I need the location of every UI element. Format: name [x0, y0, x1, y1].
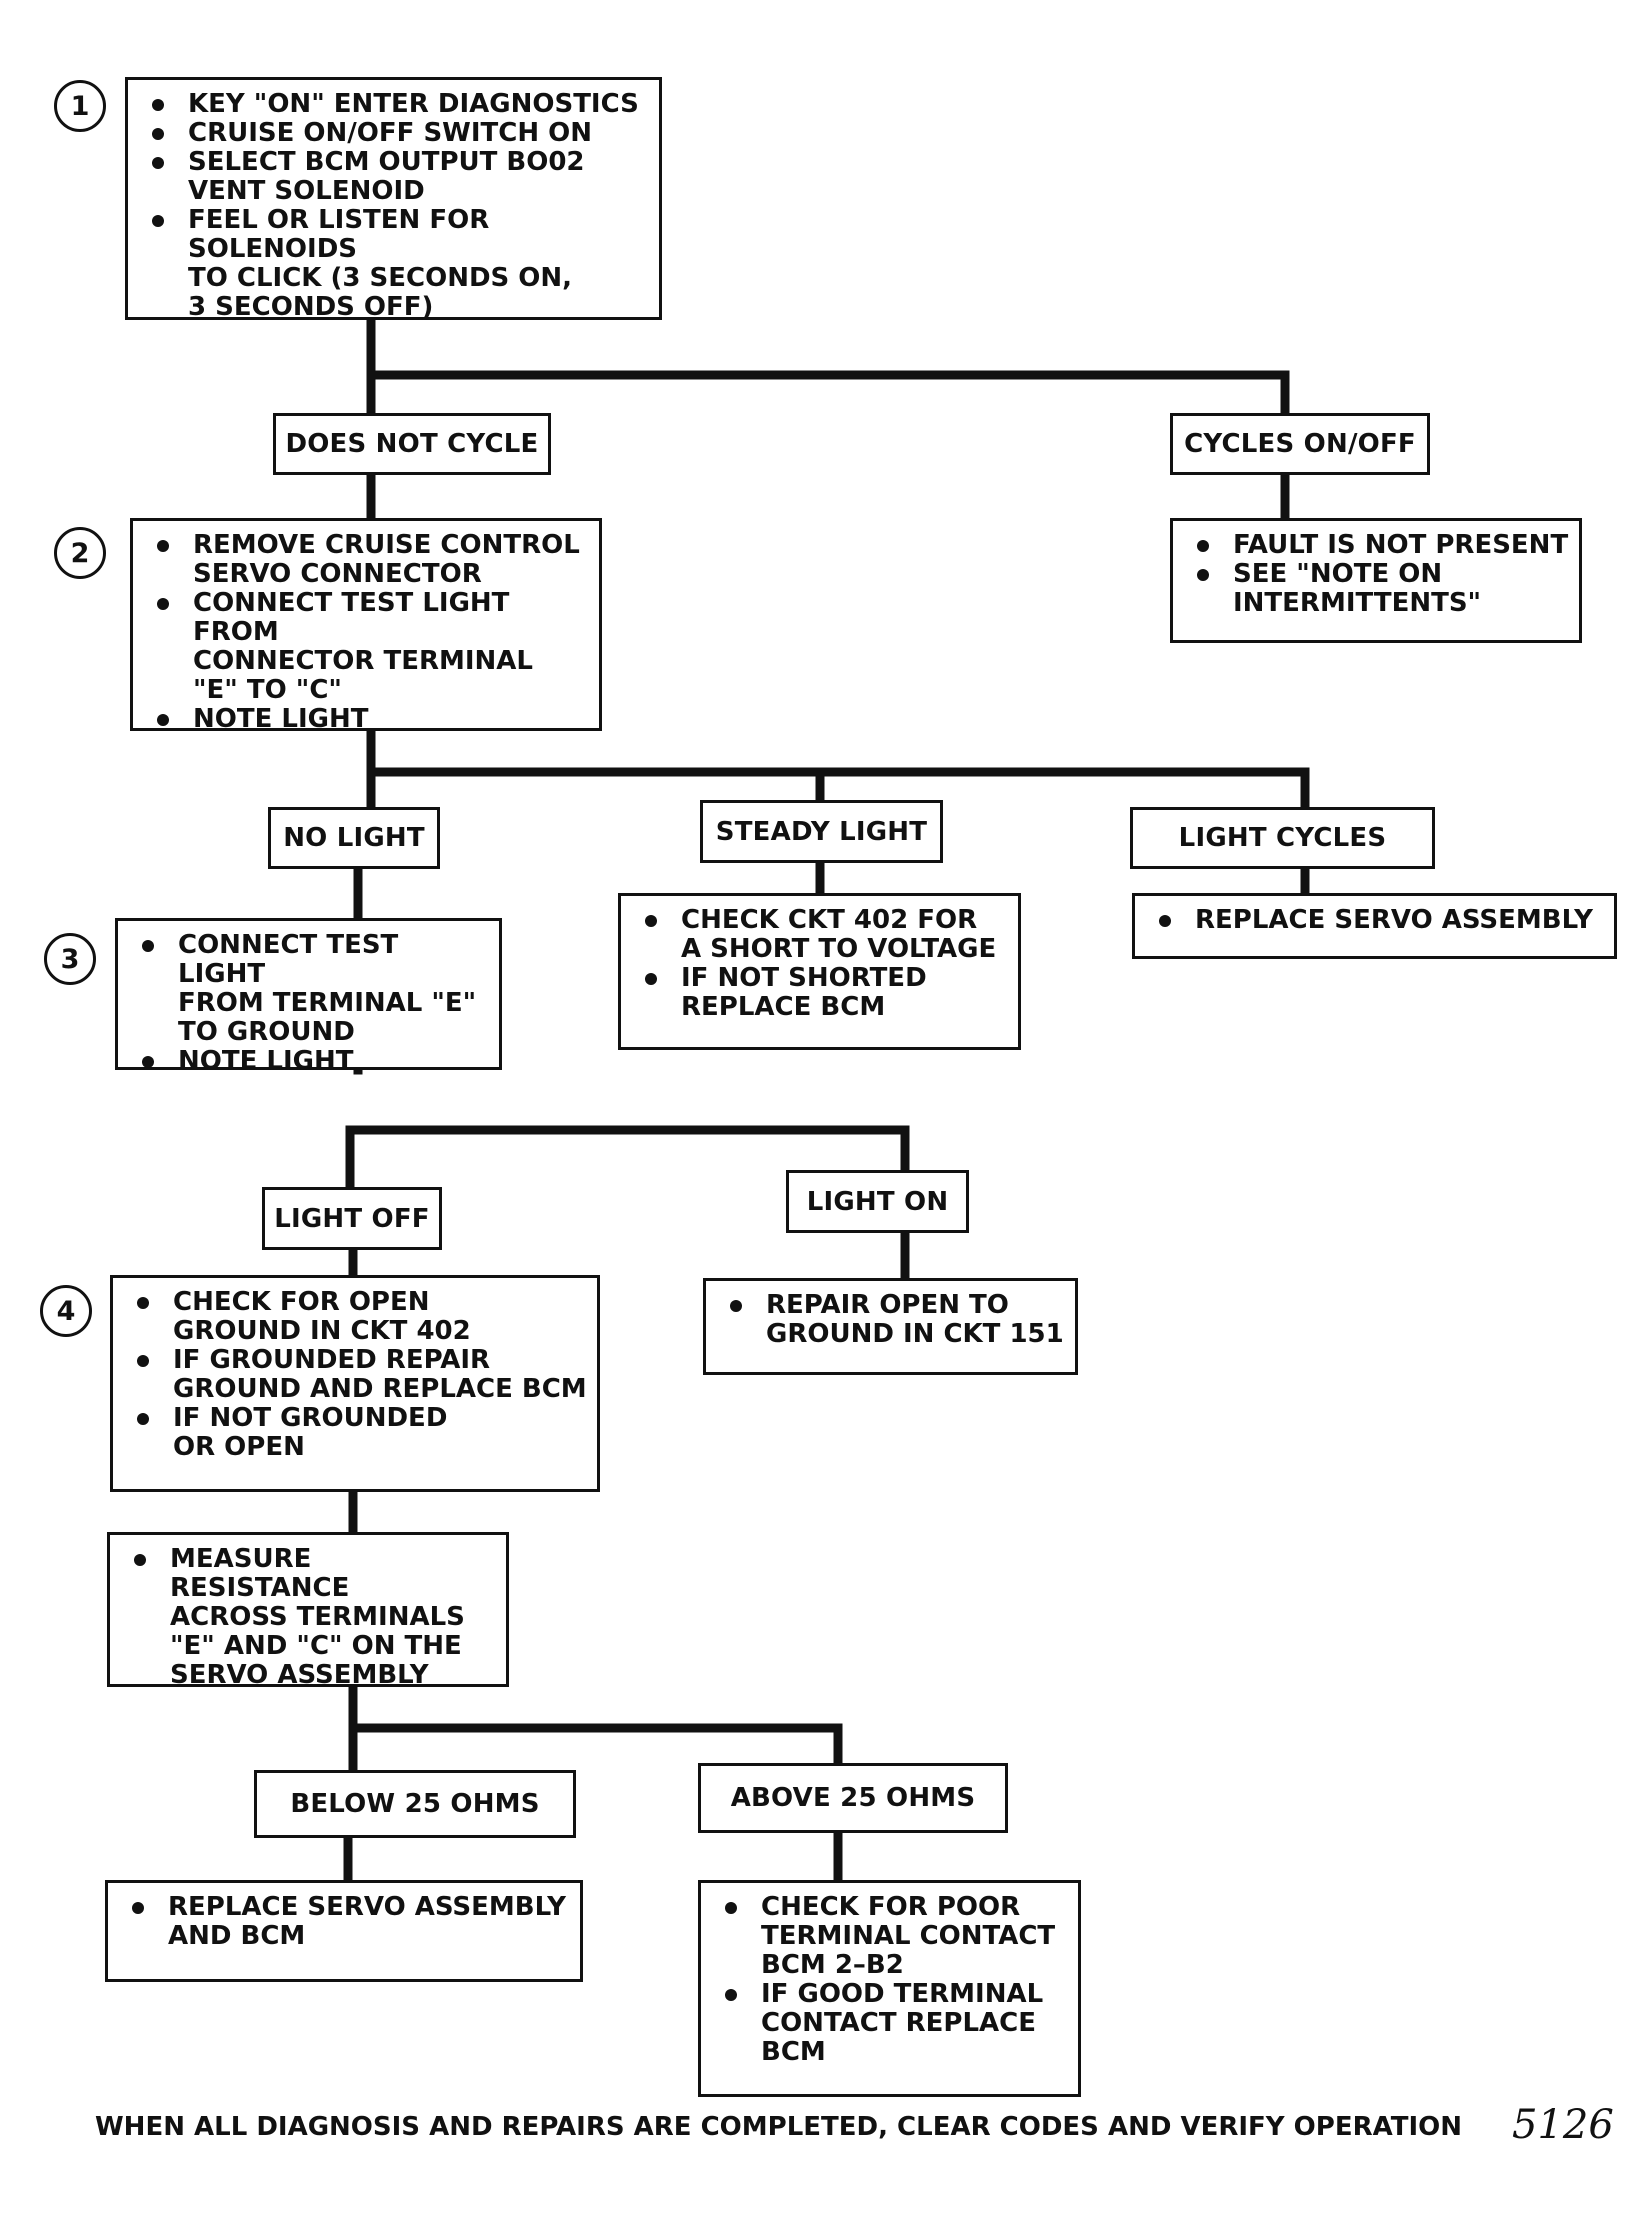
result-lighton-list: REPAIR OPEN TO GROUND IN CKT 151 — [722, 1291, 1065, 1349]
step-4-list: CHECK FOR OPEN GROUND IN CKT 402 IF GROU… — [129, 1288, 587, 1462]
step-4-number: 4 — [40, 1285, 92, 1337]
result-fault-list: FAULT IS NOT PRESENT SEE "NOTE ON INTERM… — [1189, 531, 1569, 618]
step-2-item: CONNECT TEST LIGHT FROM CONNECTOR TERMIN… — [149, 589, 589, 705]
result-below-list: REPLACE SERVO ASSEMBLY AND BCM — [124, 1893, 570, 1951]
label-light-on: LIGHT ON — [786, 1170, 969, 1233]
label-does-not-cycle: DOES NOT CYCLE — [273, 413, 551, 475]
result-light-on: REPAIR OPEN TO GROUND IN CKT 151 — [703, 1278, 1078, 1375]
step-2-item: NOTE LIGHT — [149, 705, 589, 734]
step-1-item: SELECT BCM OUTPUT BO02 VENT SOLENOID — [144, 148, 649, 206]
label-light-cycles: LIGHT CYCLES — [1130, 807, 1435, 869]
step-2-box: REMOVE CRUISE CONTROL SERVO CONNECTOR CO… — [130, 518, 602, 734]
result-above-item: CHECK FOR POOR TERMINAL CONTACT BCM 2–B2 — [717, 1893, 1068, 1980]
step-3-item: NOTE LIGHT — [134, 1047, 489, 1076]
step-3-list: CONNECT TEST LIGHT FROM TERMINAL "E" TO … — [134, 931, 489, 1076]
step-1-item: KEY "ON" ENTER DIAGNOSTICS — [144, 90, 649, 119]
step-1-item: FEEL OR LISTEN FOR SOLENOIDS TO CLICK (3… — [144, 206, 649, 322]
step-3-box: CONNECT TEST LIGHT FROM TERMINAL "E" TO … — [115, 918, 502, 1076]
result-fault-item: SEE "NOTE ON INTERMITTENTS" — [1189, 560, 1569, 618]
step-3-number: 3 — [44, 933, 96, 985]
step-2-item: REMOVE CRUISE CONTROL SERVO CONNECTOR — [149, 531, 589, 589]
step-measure-list: MEASURE RESISTANCE ACROSS TERMINALS "E" … — [126, 1545, 496, 1690]
label-light-off: LIGHT OFF — [262, 1187, 442, 1250]
step-4-box: CHECK FOR OPEN GROUND IN CKT 402 IF GROU… — [110, 1275, 600, 1492]
step-4-item: CHECK FOR OPEN GROUND IN CKT 402 — [129, 1288, 587, 1346]
result-lighton-item: REPAIR OPEN TO GROUND IN CKT 151 — [722, 1291, 1065, 1349]
result-cycles-item: REPLACE SERVO ASSEMBLY — [1151, 906, 1604, 935]
result-steady-item: IF NOT SHORTED REPLACE BCM — [637, 964, 1008, 1022]
result-below-25-ohms: REPLACE SERVO ASSEMBLY AND BCM — [105, 1880, 583, 1982]
step-measure-resistance-box: MEASURE RESISTANCE ACROSS TERMINALS "E" … — [107, 1532, 509, 1690]
step-4-item: IF NOT GROUNDED OR OPEN — [129, 1404, 587, 1462]
label-no-light: NO LIGHT — [268, 807, 440, 869]
result-fault-item: FAULT IS NOT PRESENT — [1189, 531, 1569, 560]
result-above-item: IF GOOD TERMINAL CONTACT REPLACE BCM — [717, 1980, 1068, 2067]
footer-note: WHEN ALL DIAGNOSIS AND REPAIRS ARE COMPL… — [95, 2112, 1462, 2142]
step-1-list: KEY "ON" ENTER DIAGNOSTICS CRUISE ON/OFF… — [144, 90, 649, 322]
step-3-item: CONNECT TEST LIGHT FROM TERMINAL "E" TO … — [134, 931, 489, 1047]
result-above-list: CHECK FOR POOR TERMINAL CONTACT BCM 2–B2… — [717, 1893, 1068, 2067]
step-1-number: 1 — [54, 80, 106, 132]
label-steady-light: STEADY LIGHT — [700, 800, 943, 863]
result-above-25-ohms: CHECK FOR POOR TERMINAL CONTACT BCM 2–B2… — [698, 1880, 1081, 2097]
page-number: 5126 — [1512, 2102, 1614, 2148]
label-above-25-ohms: ABOVE 25 OHMS — [698, 1763, 1008, 1833]
result-light-cycles: REPLACE SERVO ASSEMBLY — [1132, 893, 1617, 959]
step-4-item: IF GROUNDED REPAIR GROUND AND REPLACE BC… — [129, 1346, 587, 1404]
step-2-number: 2 — [54, 527, 106, 579]
label-cycles-on-off: CYCLES ON/OFF — [1170, 413, 1430, 475]
result-steady-item: CHECK CKT 402 FOR A SHORT TO VOLTAGE — [637, 906, 1008, 964]
step-measure-item: MEASURE RESISTANCE ACROSS TERMINALS "E" … — [126, 1545, 496, 1690]
step-1-item: CRUISE ON/OFF SWITCH ON — [144, 119, 649, 148]
label-below-25-ohms: BELOW 25 OHMS — [254, 1770, 576, 1838]
result-steady-light: CHECK CKT 402 FOR A SHORT TO VOLTAGE IF … — [618, 893, 1021, 1050]
step-1-box: KEY "ON" ENTER DIAGNOSTICS CRUISE ON/OFF… — [125, 77, 662, 322]
result-below-item: REPLACE SERVO ASSEMBLY AND BCM — [124, 1893, 570, 1951]
result-cycles-list: REPLACE SERVO ASSEMBLY — [1151, 906, 1604, 935]
result-steady-list: CHECK CKT 402 FOR A SHORT TO VOLTAGE IF … — [637, 906, 1008, 1022]
result-fault-not-present: FAULT IS NOT PRESENT SEE "NOTE ON INTERM… — [1170, 518, 1582, 643]
step-2-list: REMOVE CRUISE CONTROL SERVO CONNECTOR CO… — [149, 531, 589, 734]
